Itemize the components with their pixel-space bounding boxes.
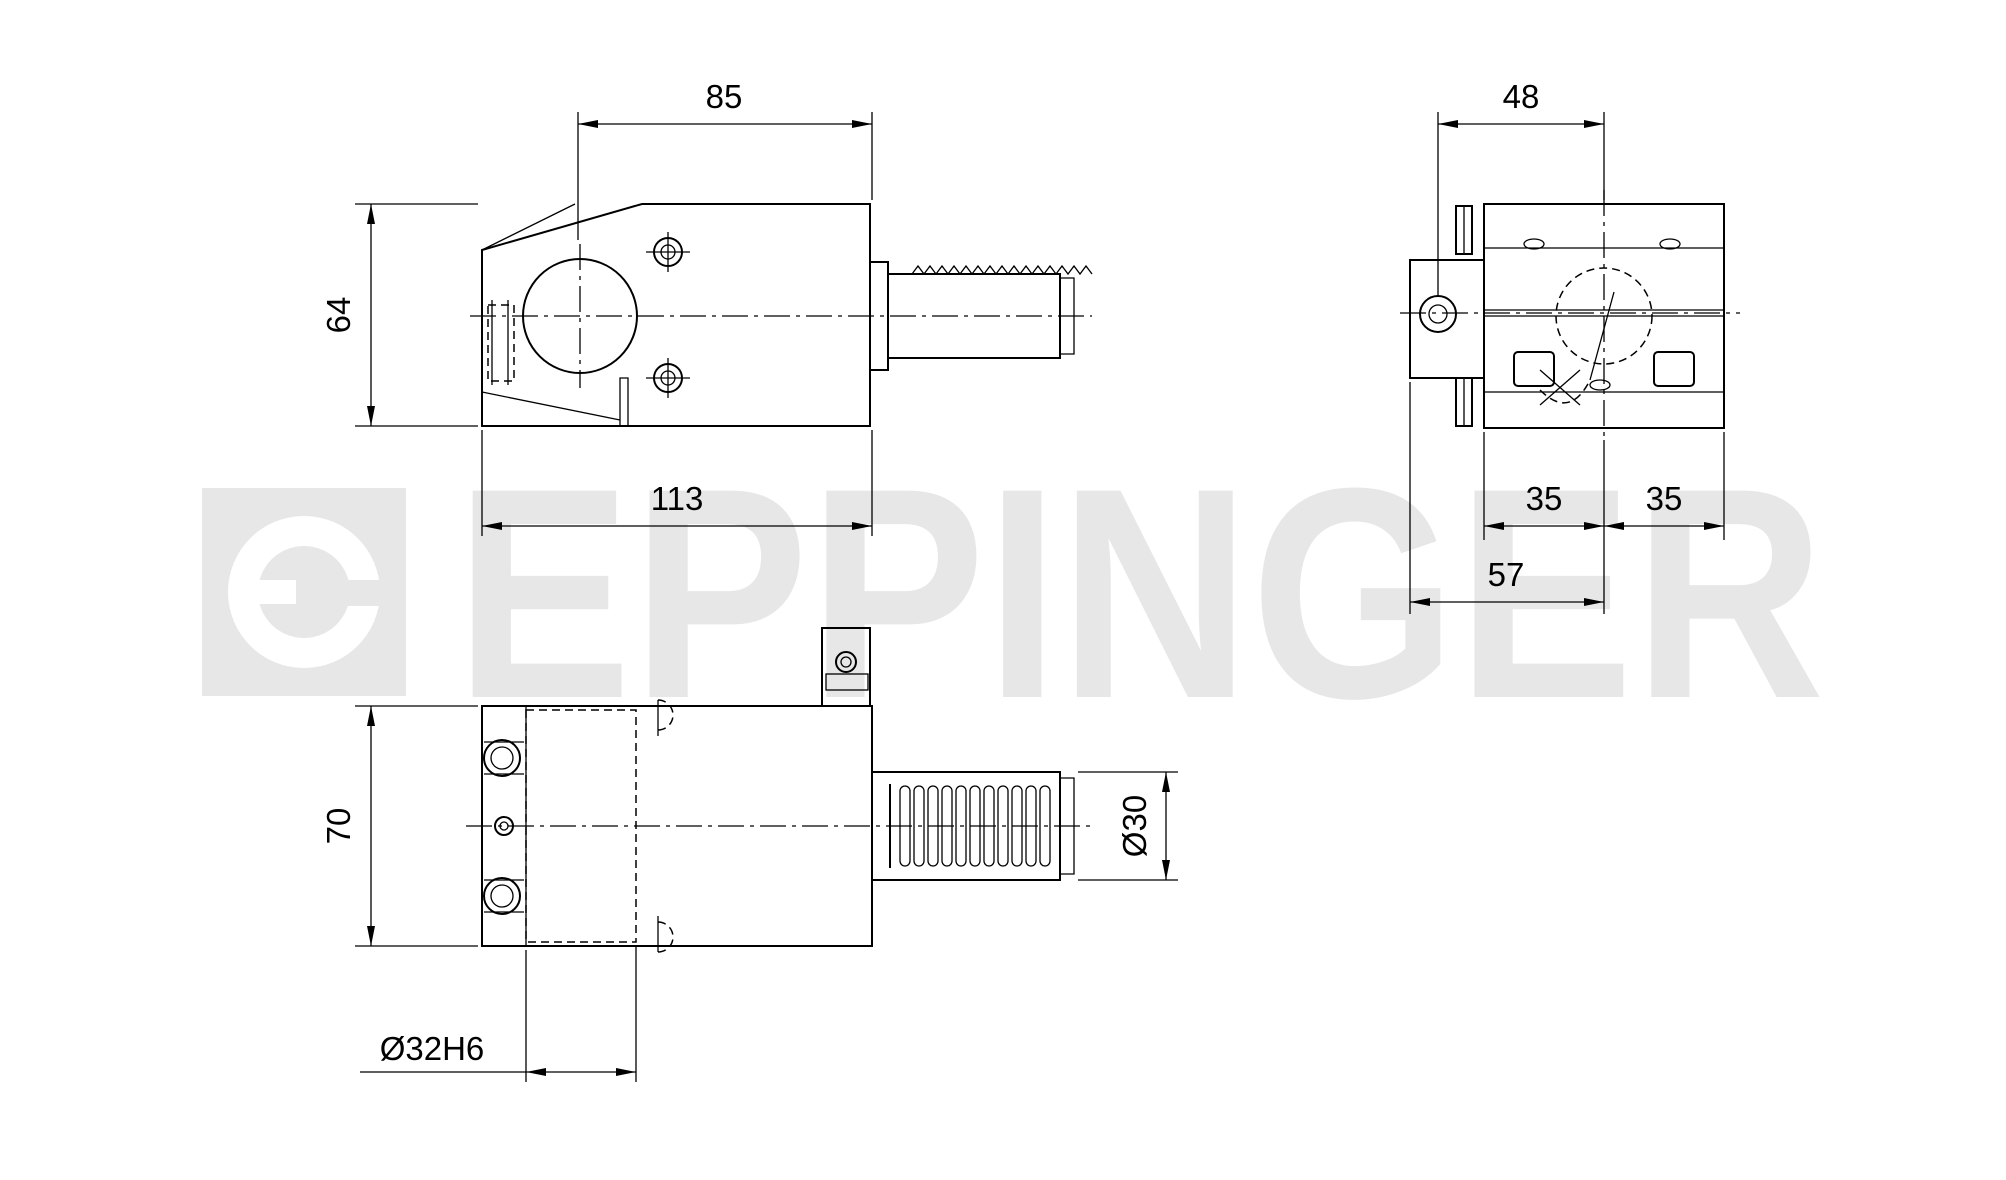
watermark-brand-text: EPPINGER bbox=[455, 425, 1825, 761]
top-view bbox=[355, 627, 1178, 1082]
side-view bbox=[1400, 112, 1740, 614]
watermark: EPPINGER bbox=[202, 425, 1825, 761]
dim-front-length: 113 bbox=[651, 480, 704, 517]
screw-hole-icon bbox=[646, 232, 690, 272]
front-view bbox=[355, 112, 1093, 536]
screw-head-icon bbox=[483, 739, 521, 777]
screw-hole-icon bbox=[646, 358, 690, 398]
dim-side-half-left: 35 bbox=[1526, 480, 1563, 517]
dim-side-half-right: 35 bbox=[1646, 480, 1683, 517]
dim-top-height: 70 bbox=[320, 808, 357, 845]
dim-shank-diameter: Ø30 bbox=[1116, 795, 1153, 857]
eppinger-logo-icon bbox=[202, 488, 406, 696]
dim-side-offset: 57 bbox=[1488, 556, 1525, 593]
dim-side-width: 48 bbox=[1503, 78, 1540, 115]
dim-bore-diameter: Ø32H6 bbox=[380, 1030, 485, 1067]
dim-front-height: 64 bbox=[320, 297, 357, 334]
dim-front-width: 85 bbox=[706, 78, 743, 115]
screw-head-icon bbox=[483, 877, 521, 915]
